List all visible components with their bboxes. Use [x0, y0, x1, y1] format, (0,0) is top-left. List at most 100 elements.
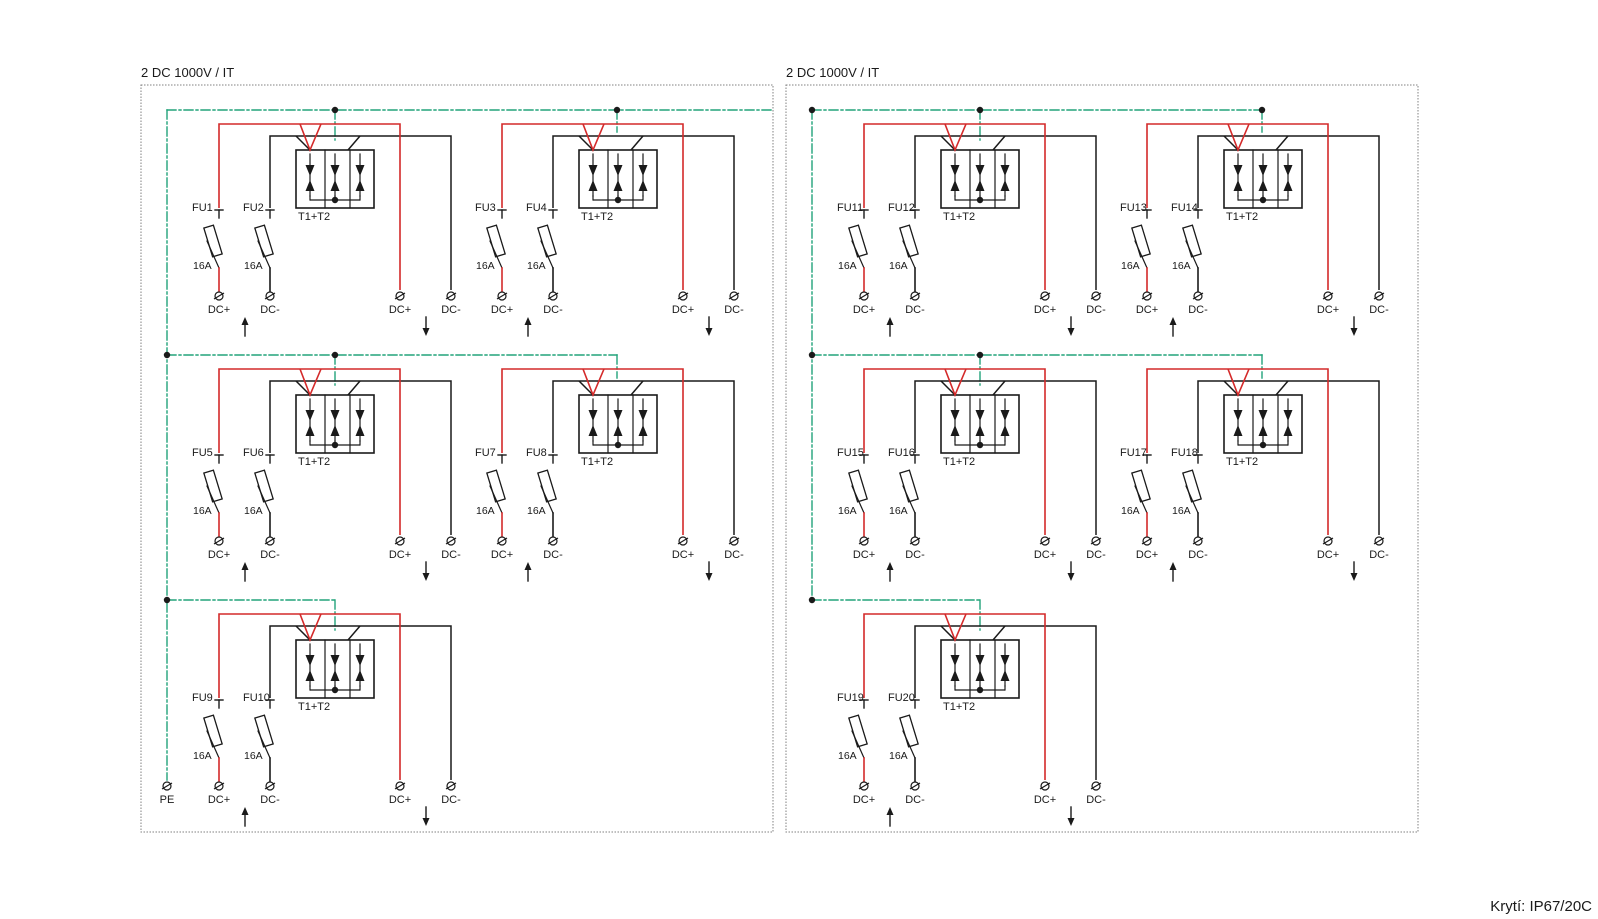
terminal-slash — [1090, 537, 1102, 545]
fuse-label: FU10 — [243, 692, 270, 704]
positive-loop-wire — [863, 613, 1046, 780]
arrow-up-icon — [1283, 425, 1293, 436]
arrow-up-icon — [886, 317, 894, 325]
junction-dot — [808, 106, 816, 114]
fuse-label: FU15 — [837, 447, 864, 459]
terminal-label: DC- — [905, 304, 925, 316]
fuse-rating: 16A — [1172, 505, 1191, 517]
fuse-link — [257, 240, 271, 269]
arrow-up-icon — [1000, 180, 1010, 191]
terminal-label: DC- — [260, 549, 280, 561]
junction-dot — [976, 351, 984, 359]
arrow-up-icon — [950, 425, 960, 436]
positive-wire — [944, 123, 967, 153]
terminal-slash — [264, 782, 276, 790]
earth-network — [163, 106, 774, 781]
fuse-symbol — [848, 454, 869, 538]
enclosure-title: 2 DC 1000V / IT — [786, 65, 879, 80]
fuse-label: FU16 — [888, 447, 915, 459]
terminal-label: DC- — [260, 794, 280, 806]
terminal-slash — [213, 782, 225, 790]
fuse-rating: 16A — [193, 750, 212, 762]
terminal-label: DC- — [1086, 549, 1106, 561]
fuse-label: FU13 — [1120, 202, 1147, 214]
fuse-link — [1185, 240, 1199, 269]
positive-loop-wire — [501, 123, 684, 290]
spd-common-dot — [1259, 441, 1267, 449]
fuse-rating: 16A — [193, 505, 212, 517]
positive-loop-wire — [218, 613, 401, 780]
arrow-up-icon — [588, 425, 598, 436]
terminal-symbol — [909, 536, 921, 546]
arrow-up-icon — [305, 670, 315, 681]
terminal-label: DC+ — [1136, 549, 1158, 561]
terminal-slash — [264, 537, 276, 545]
spd-common-dot — [614, 441, 622, 449]
arrow-down-icon — [1258, 165, 1268, 176]
fuse-link — [1134, 240, 1148, 269]
terminal-symbol — [213, 781, 225, 791]
fuse-symbol — [537, 454, 558, 538]
arrow-down-icon — [950, 655, 960, 666]
arrow-down-icon — [422, 573, 430, 581]
fuse-link — [489, 485, 503, 514]
terminal-slash — [213, 537, 225, 545]
arrow-up-icon — [886, 562, 894, 570]
fuse-label: FU12 — [888, 202, 915, 214]
arrow-down-icon — [1067, 573, 1075, 581]
negative-wire — [630, 135, 644, 151]
terminal-symbol — [858, 536, 870, 546]
terminal-slash — [858, 537, 870, 545]
arrow-up-icon — [1000, 670, 1010, 681]
spd-common-dot — [1259, 196, 1267, 204]
positive-wire — [944, 613, 967, 643]
terminal-label: DC+ — [1034, 549, 1056, 561]
terminal-label: DC+ — [853, 304, 875, 316]
terminal-label: DC+ — [1034, 794, 1056, 806]
terminal-label: DC+ — [491, 549, 513, 561]
fuse-link — [1134, 485, 1148, 514]
arrow-up-icon — [241, 317, 249, 325]
terminal-symbol — [1192, 536, 1204, 546]
terminal-symbol — [264, 781, 276, 791]
fuse-rating: 16A — [838, 505, 857, 517]
pe-terminal-label: PE — [160, 794, 175, 806]
enclosure-border — [785, 84, 1419, 833]
arrow-up-icon — [1283, 180, 1293, 191]
arrow-up-icon — [355, 180, 365, 191]
spd-common-dot — [976, 441, 984, 449]
terminal-symbol — [264, 536, 276, 546]
fuse-symbol — [254, 699, 275, 783]
positive-wire — [299, 368, 322, 398]
negative-wire — [347, 380, 361, 396]
arrow-down-icon — [330, 410, 340, 421]
fuse-label: FU18 — [1171, 447, 1198, 459]
fuse-label: FU1 — [192, 202, 213, 214]
arrow-down-icon — [1233, 165, 1243, 176]
negative-wire — [1275, 380, 1289, 396]
terminal-label: DC- — [441, 794, 461, 806]
fuse-label: FU3 — [475, 202, 496, 214]
spd-common-dot — [331, 196, 339, 204]
arrow-up-icon — [950, 180, 960, 191]
terminal-slash — [1039, 292, 1051, 300]
arrow-down-icon — [1000, 410, 1010, 421]
terminal-label: DC- — [543, 549, 563, 561]
terminal-label: DC- — [1188, 304, 1208, 316]
terminal-slash — [1039, 782, 1051, 790]
terminal-symbol — [445, 536, 457, 546]
terminal-label: DC- — [1086, 304, 1106, 316]
fuse-link — [851, 485, 865, 514]
terminal-label: DC- — [1086, 794, 1106, 806]
fuse-link — [206, 730, 220, 759]
terminal-symbol — [728, 291, 740, 301]
terminal-slash — [677, 292, 689, 300]
terminal-slash — [1039, 537, 1051, 545]
fuse-link — [206, 240, 220, 269]
terminal-slash — [1373, 537, 1385, 545]
fuse-symbol — [486, 209, 507, 293]
terminal-slash — [858, 782, 870, 790]
fuse-symbol — [203, 209, 224, 293]
terminal-label: DC+ — [672, 549, 694, 561]
terminal-slash — [394, 782, 406, 790]
